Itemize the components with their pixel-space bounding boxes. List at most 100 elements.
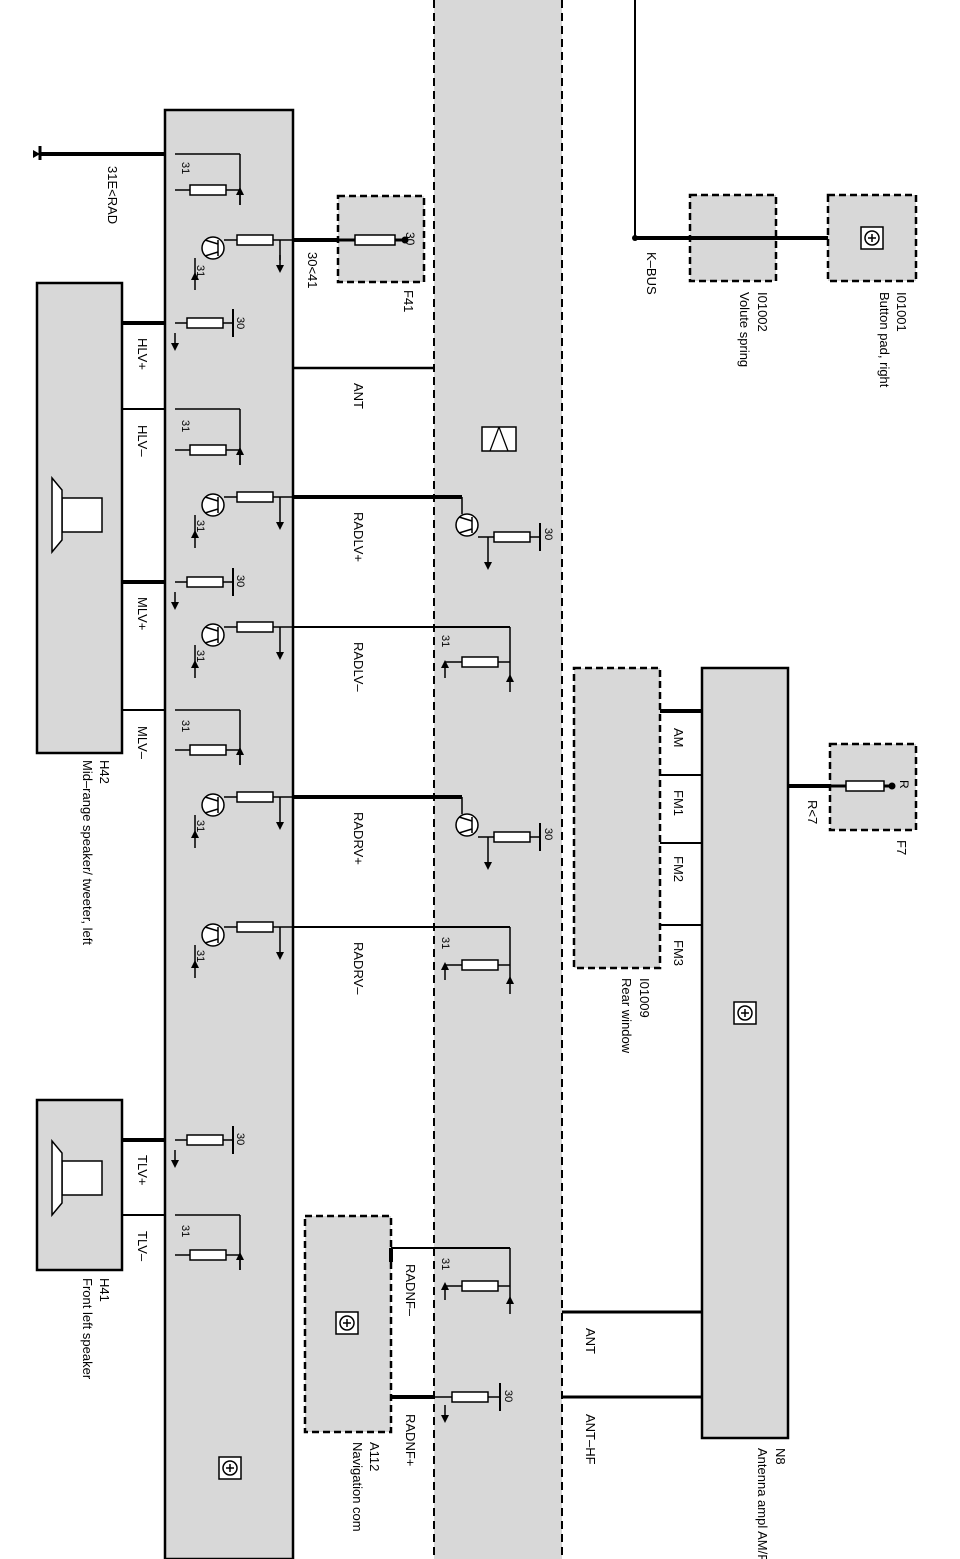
navigation-computer-a112: RADNF– RADNF+ A112 Navigation com	[303, 1214, 510, 1532]
pin-30-b: 30	[234, 575, 246, 587]
antenna-amp-n8: AM FM1 FM2 FM3 ANT ANT–HF N8 Antenna amp…	[562, 666, 790, 1559]
speaker-h41-name: Front left speaker	[80, 1278, 95, 1380]
amp-transistor-1	[455, 497, 541, 571]
wire-ant-hf: ANT–HF	[583, 1414, 598, 1465]
amp-res-31-b	[440, 927, 515, 995]
wire-ant-right: ANT	[583, 1328, 598, 1354]
speaker-icon-2	[51, 1138, 103, 1218]
speaker-h42-name: Mid–range speaker/ tweeter, left	[80, 760, 95, 945]
speaker-h42: H42 Mid–range speaker/ tweeter, left	[35, 281, 124, 945]
button-pad-id: I01001	[894, 292, 909, 332]
pin-30-a: 30	[234, 317, 246, 329]
wire-radlv-minus: RADLV–	[351, 642, 366, 692]
wire-mlv-minus: MLV–	[135, 726, 150, 760]
radio-module-icon	[218, 1456, 242, 1480]
radio-transistor-2	[190, 491, 293, 549]
radio-transistor-1	[190, 234, 293, 291]
radio-res-31-b	[175, 408, 245, 466]
fuse-f7: R R<7 F7	[788, 742, 918, 855]
antenna-amp-id: N8	[773, 1448, 788, 1465]
radio-transistor-5	[190, 921, 293, 979]
rear-window-name: Rear window	[619, 978, 634, 1054]
radio-res-31-a	[175, 153, 245, 206]
volute-spring-name: Volute spring	[737, 292, 752, 367]
radio-transistor-3	[190, 621, 293, 679]
amp-pin-30-a: 30	[542, 528, 554, 540]
amp-res-31-c	[440, 1248, 515, 1315]
wire-radrv-minus: RADRV–	[351, 942, 366, 995]
pin-31-b: 31	[179, 420, 191, 432]
amplifier-band	[433, 0, 563, 1559]
rear-window-id: I01009	[637, 978, 652, 1018]
wire-fm1: FM1	[671, 790, 686, 816]
radio-module	[163, 108, 295, 1559]
wire-tlv-plus: TLV+	[135, 1155, 150, 1185]
pin-31-t5: 31	[194, 950, 206, 962]
button-pad-icon	[860, 226, 884, 250]
navigation-module-icon	[335, 1311, 359, 1335]
wire-radrv-plus: RADRV+	[351, 812, 366, 865]
button-pad-name: Button pad, right	[877, 292, 892, 388]
amplifier-icon	[481, 426, 517, 452]
fuse-f41-label: F41	[401, 290, 416, 312]
amp-pin-30-b: 30	[542, 828, 554, 840]
amp-pin-31-b: 31	[439, 937, 451, 949]
amp-res-31-a	[440, 627, 515, 693]
navigation-a112-id: A112	[367, 1442, 382, 1471]
wire-hlv-minus: HLV–	[135, 425, 150, 457]
radio-res-31-d	[175, 1214, 245, 1271]
navigation-a112-name: Navigation com	[350, 1442, 365, 1532]
pin-31-c: 31	[179, 720, 191, 732]
rear-window-i01009: I01009 Rear window	[572, 666, 662, 1054]
radio-amp-wires: ANT RADLV+ RADLV– RADRV+ RADRV–	[293, 366, 510, 995]
pin-31-t2: 31	[194, 520, 206, 532]
speaker-icon	[51, 475, 103, 555]
fuse-f41-pin: 30	[403, 232, 417, 246]
pin-31-t3: 31	[194, 650, 206, 662]
wire-mlv-plus: MLV+	[135, 597, 150, 630]
ground-31e-rad: 31E<RAD	[33, 146, 165, 224]
k-bus: K–BUS	[632, 0, 690, 295]
antenna-amp-icon	[733, 1001, 757, 1025]
wire-fm2: FM2	[671, 856, 686, 882]
speaker-wires: HLV+ HLV– MLV+ MLV– TLV+ TLV–	[122, 321, 165, 1262]
wire-am: AM	[671, 728, 686, 748]
pin-31-t4: 31	[194, 820, 206, 832]
wire-radnf-plus: RADNF+	[403, 1414, 418, 1466]
ground-31e-rad-label: 31E<RAD	[105, 166, 120, 224]
k-bus-label: K–BUS	[644, 252, 659, 295]
amp-internal-circuits: 30 30 31 31 31 30	[434, 497, 554, 1424]
speaker-h42-id: H42	[97, 760, 112, 784]
wire-tlv-minus: TLV–	[135, 1231, 150, 1262]
wire-ant: ANT	[351, 383, 366, 409]
radio-res-30-b	[170, 567, 234, 611]
button-pad-i01001: I01001 Button pad, right	[826, 193, 918, 388]
wire-radnf-minus: RADNF–	[403, 1264, 418, 1317]
pin-31-a: 31	[179, 162, 191, 174]
amp-transistor-2	[455, 797, 541, 871]
amp-pin-30-d: 30	[502, 1390, 514, 1402]
amp-pin-31-c: 31	[439, 1258, 451, 1270]
radio-res-30-a	[170, 308, 234, 352]
fuse-in-30-41-label: 30<41	[305, 252, 320, 289]
wire-fm3: FM3	[671, 940, 686, 966]
radio-transistor-4	[190, 791, 293, 849]
volute-spring-id: I01002	[755, 292, 770, 332]
radio-internal-circuits: 31 31 31 31 30 30 30 31 31 31 31 31	[170, 153, 293, 1271]
amp-pin-31-a: 31	[439, 635, 451, 647]
wire-hlv-plus: HLV+	[135, 338, 150, 370]
speaker-h41: H41 Front left speaker	[35, 1098, 124, 1380]
volute-spring-i01002: I01002 Volute spring	[688, 193, 828, 367]
amp-res-30-d	[434, 1382, 501, 1424]
wire-radlv-plus: RADLV+	[351, 512, 366, 562]
radio-res-30-c	[170, 1125, 234, 1169]
pin-30-c: 30	[234, 1133, 246, 1145]
antenna-amp-name: Antenna ampl AM/FM	[755, 1448, 770, 1559]
fuse-r7-label: R<7	[805, 800, 820, 824]
pin-31-d: 31	[179, 1225, 191, 1237]
radio-res-31-c	[175, 709, 245, 766]
pin-31-t1: 31	[194, 265, 206, 277]
fuse-f7-label: F7	[894, 840, 909, 855]
speaker-h41-id: H41	[97, 1278, 112, 1302]
